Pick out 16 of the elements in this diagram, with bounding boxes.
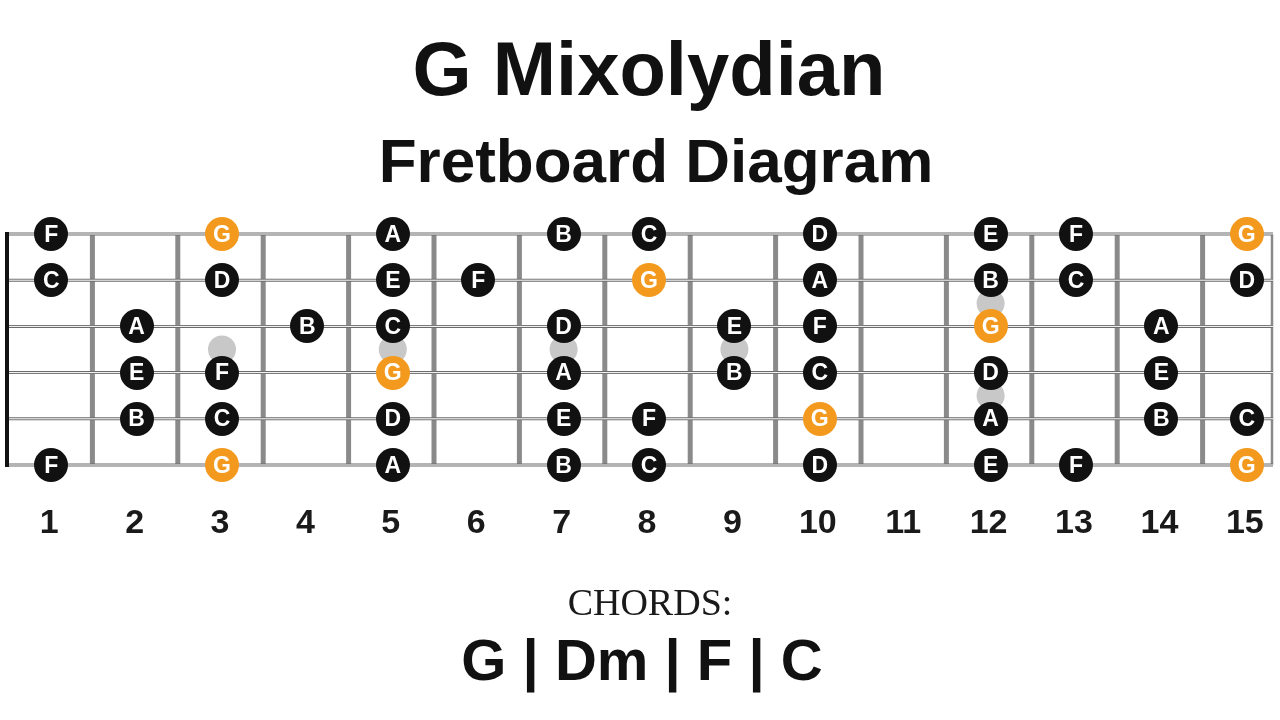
fret-number: 11: [885, 504, 922, 538]
fret-number: 13: [1055, 504, 1093, 538]
fret-number: 8: [637, 504, 657, 538]
fret-number: 4: [295, 504, 315, 538]
fret-number: 1: [39, 504, 59, 538]
fret-number: 15: [1225, 504, 1264, 538]
fret-number: 10: [798, 504, 837, 538]
fret-number: 14: [1140, 504, 1179, 538]
fret-number: 3: [210, 504, 230, 538]
fret-number: 7: [552, 504, 572, 538]
fret-number: 6: [466, 504, 486, 538]
fret-number: 2: [125, 504, 145, 538]
fret-number: 5: [381, 504, 401, 538]
fret-number: 12: [969, 504, 1008, 538]
chords-heading: CHORDS:: [567, 583, 733, 621]
fret-number: 9: [722, 504, 742, 538]
